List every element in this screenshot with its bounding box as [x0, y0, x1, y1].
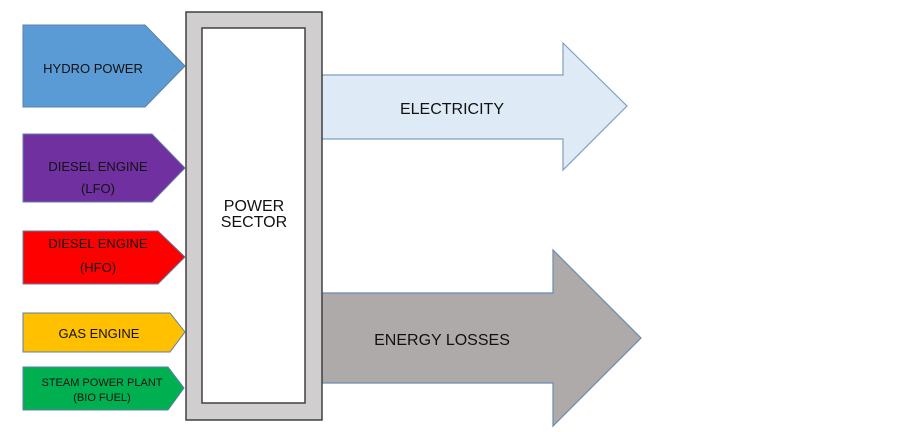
- gas-engine-arrow: [22, 312, 186, 353]
- diesel-hfo-label-line1: DIESEL ENGINE: [48, 236, 148, 251]
- steam-power-plant-label-line1: STEAM POWER PLANT: [41, 377, 162, 389]
- power-sector-label-line1: POWER: [224, 198, 284, 215]
- electricity-arrow: [319, 41, 628, 172]
- diesel-lfo-label-line1: DIESEL ENGINE: [48, 159, 148, 174]
- steam-power-plant-label-line2: (BIO FUEL): [73, 392, 130, 404]
- steam-power-plant-arrow: [22, 366, 185, 411]
- hydro-power-arrow: [22, 24, 186, 108]
- diesel-hfo-label-line2: (HFO): [80, 260, 116, 275]
- gas-engine-label: GAS ENGINE: [59, 326, 140, 341]
- energy-losses-label: ENERGY LOSSES: [374, 332, 510, 349]
- power-sector-label-line2: SECTOR: [221, 214, 287, 231]
- energy-losses-arrow: [319, 248, 642, 428]
- hydro-power-label: HYDRO POWER: [43, 61, 143, 76]
- electricity-label: ELECTRICITY: [400, 101, 504, 118]
- power-sector-box: [201, 27, 306, 404]
- diesel-lfo-arrow: [22, 133, 186, 203]
- diesel-hfo-arrow: [22, 230, 186, 285]
- diesel-lfo-label-line2: (LFO): [81, 181, 115, 196]
